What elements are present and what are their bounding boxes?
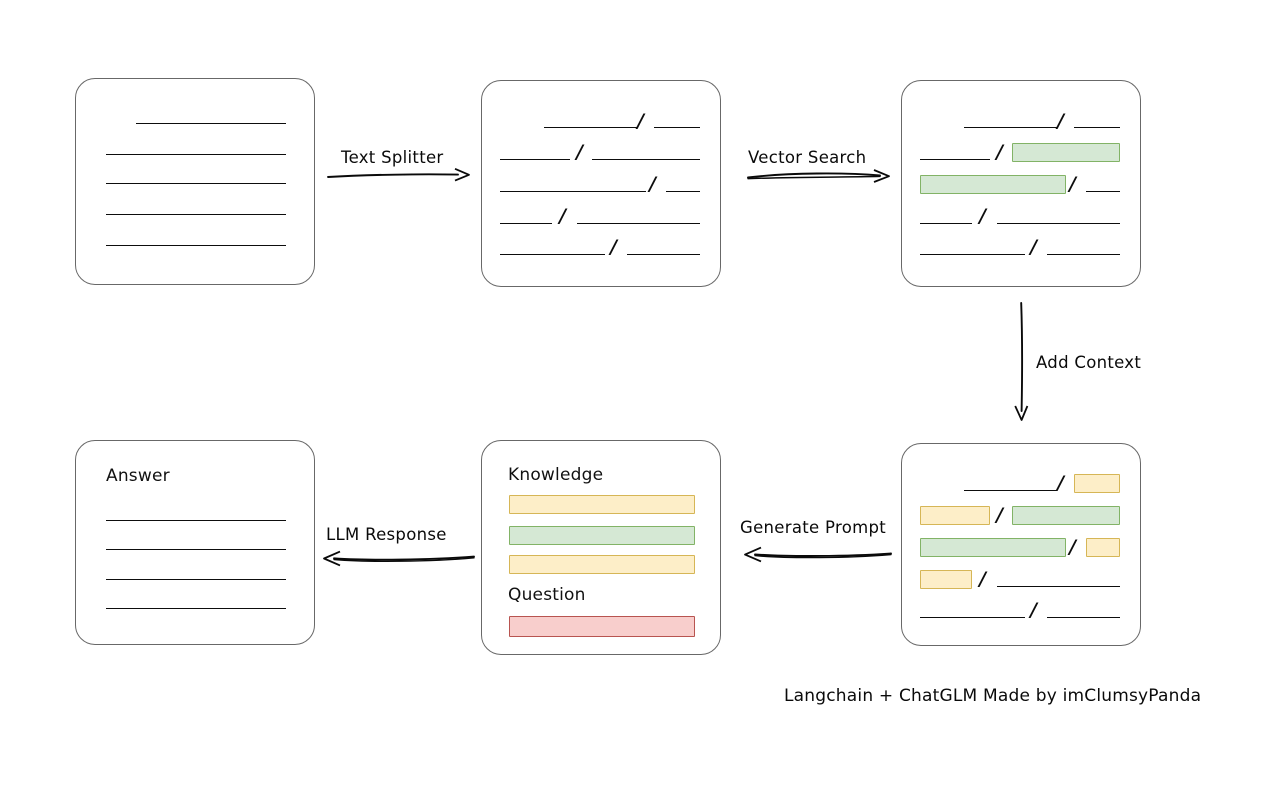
document-line [1047,254,1120,255]
split-document-box[interactable]: / / / / / [481,80,721,287]
separator-slash: / [979,205,986,227]
matched-chunk-green[interactable] [1012,143,1120,162]
document-line [666,191,700,192]
answer-line [106,608,286,609]
document-line [920,223,972,224]
context-document-box[interactable]: / / / / / [901,443,1141,646]
footer-credit: Langchain + ChatGLM Made by imClumsyPand… [784,686,1202,706]
document-line [1086,191,1120,192]
document-line [500,191,646,192]
separator-slash: / [1030,599,1037,621]
document-line [964,127,1057,128]
document-line [997,223,1120,224]
separator-slash: / [610,236,617,258]
answer-line [106,579,286,580]
vector-search-label: Vector Search [748,148,867,167]
context-chunk-green[interactable] [920,538,1066,557]
document-line [592,159,700,160]
knowledge-chunk-green[interactable] [509,526,695,545]
document-line [920,254,1025,255]
add-context-label: Add Context [1036,353,1142,372]
document-line [920,617,1025,618]
separator-slash: / [1069,536,1076,558]
context-chunk-yellow[interactable] [920,570,972,589]
llm-response-arrow [323,550,475,567]
separator-slash: / [996,504,1003,526]
knowledge-chunk-yellow[interactable] [509,495,695,514]
separator-slash: / [1057,472,1064,494]
document-line [106,214,286,215]
matched-chunk-green[interactable] [920,175,1066,194]
answer-box[interactable]: Answer [75,440,315,645]
document-line [500,254,605,255]
llm-response-label: LLM Response [326,525,447,544]
prompt-box[interactable]: Knowledge Question [481,440,721,655]
document-line [627,254,700,255]
document-line [964,490,1057,491]
separator-slash: / [649,173,656,195]
document-line [500,223,552,224]
text-splitter-arrow [327,167,470,182]
separator-slash: / [996,141,1003,163]
generate-prompt-arrow [744,546,892,563]
answer-line [106,520,286,521]
context-chunk-yellow[interactable] [920,506,990,525]
context-chunk-yellow[interactable] [1074,474,1120,493]
document-line [654,127,700,128]
matched-document-box[interactable]: / / / / / [901,80,1141,287]
document-line [997,586,1120,587]
document-line [106,154,286,155]
context-chunk-green[interactable] [1012,506,1120,525]
source-document-box[interactable] [75,78,315,285]
separator-slash: / [1069,173,1076,195]
document-line [1047,617,1120,618]
document-line [544,127,637,128]
document-line [577,223,700,224]
knowledge-chunk-yellow[interactable] [509,555,695,574]
text-splitter-label: Text Splitter [341,148,444,167]
document-line [136,123,286,124]
separator-slash: / [576,141,583,163]
separator-slash: / [1030,236,1037,258]
document-line [1074,127,1120,128]
separator-slash: / [559,205,566,227]
answer-label: Answer [106,466,170,486]
document-line [106,245,286,246]
knowledge-label: Knowledge [508,465,604,485]
answer-line [106,549,286,550]
separator-slash: / [637,110,644,132]
separator-slash: / [979,568,986,590]
separator-slash: / [1057,110,1064,132]
document-line [106,183,286,184]
question-chunk-red[interactable] [509,616,695,637]
document-line [500,159,570,160]
question-label: Question [508,585,586,605]
context-chunk-yellow[interactable] [1086,538,1120,557]
document-line [920,159,990,160]
vector-search-arrow [747,169,890,183]
add-context-arrow [1014,302,1029,421]
generate-prompt-label: Generate Prompt [740,518,886,537]
